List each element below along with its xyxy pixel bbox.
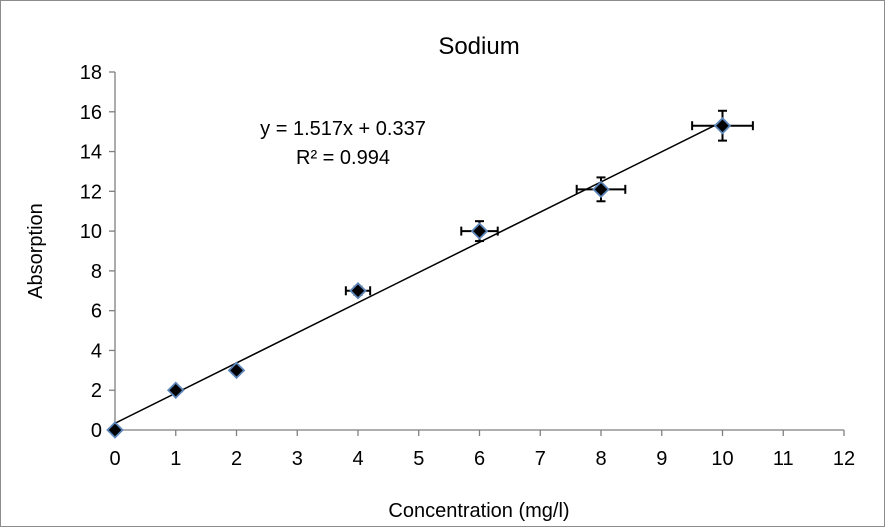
r-squared-label: R² = 0.994 xyxy=(296,147,390,169)
x-tick-label-1: 1 xyxy=(170,448,181,470)
x-tick-label-6: 6 xyxy=(474,448,485,470)
x-tick-label-4: 4 xyxy=(352,448,363,470)
y-tick-label-8: 8 xyxy=(91,261,102,283)
x-tick-label-5: 5 xyxy=(413,448,424,470)
data-point-5 xyxy=(592,180,610,199)
x-tick-label-2: 2 xyxy=(231,448,242,470)
y-tick-label-16: 16 xyxy=(80,102,102,124)
trendline xyxy=(114,120,723,424)
y-tick-label-14: 14 xyxy=(80,142,102,164)
y-tick-label-6: 6 xyxy=(91,301,102,323)
data-point-4 xyxy=(470,222,489,240)
x-tick-label-0: 0 xyxy=(109,448,120,470)
y-tick-label-12: 12 xyxy=(80,181,102,203)
chart-title: Sodium xyxy=(438,33,519,60)
data-point-6 xyxy=(713,116,732,135)
x-tick-label-10: 10 xyxy=(711,448,733,470)
y-tick-label-10: 10 xyxy=(80,221,102,243)
data-point-1 xyxy=(166,381,185,399)
data-point-0 xyxy=(106,421,124,439)
x-tick-label-3: 3 xyxy=(292,448,303,470)
data-point-2 xyxy=(227,361,246,380)
x-tick-label-8: 8 xyxy=(595,448,606,470)
x-tick-label-9: 9 xyxy=(656,448,667,470)
y-tick-label-0: 0 xyxy=(91,420,102,442)
x-axis-label: Concentration (mg/l) xyxy=(388,500,569,522)
y-tick-label-18: 18 xyxy=(80,62,102,84)
y-tick-label-4: 4 xyxy=(91,340,102,362)
y-axis-label: Absorption xyxy=(25,203,47,299)
x-tick-label-12: 12 xyxy=(833,448,855,470)
data-point-3 xyxy=(349,282,367,300)
trendline-equation: y = 1.517x + 0.337 xyxy=(260,118,426,140)
x-tick-label-11: 11 xyxy=(773,448,794,470)
y-tick-label-2: 2 xyxy=(91,380,102,402)
x-tick-label-7: 7 xyxy=(535,448,546,470)
